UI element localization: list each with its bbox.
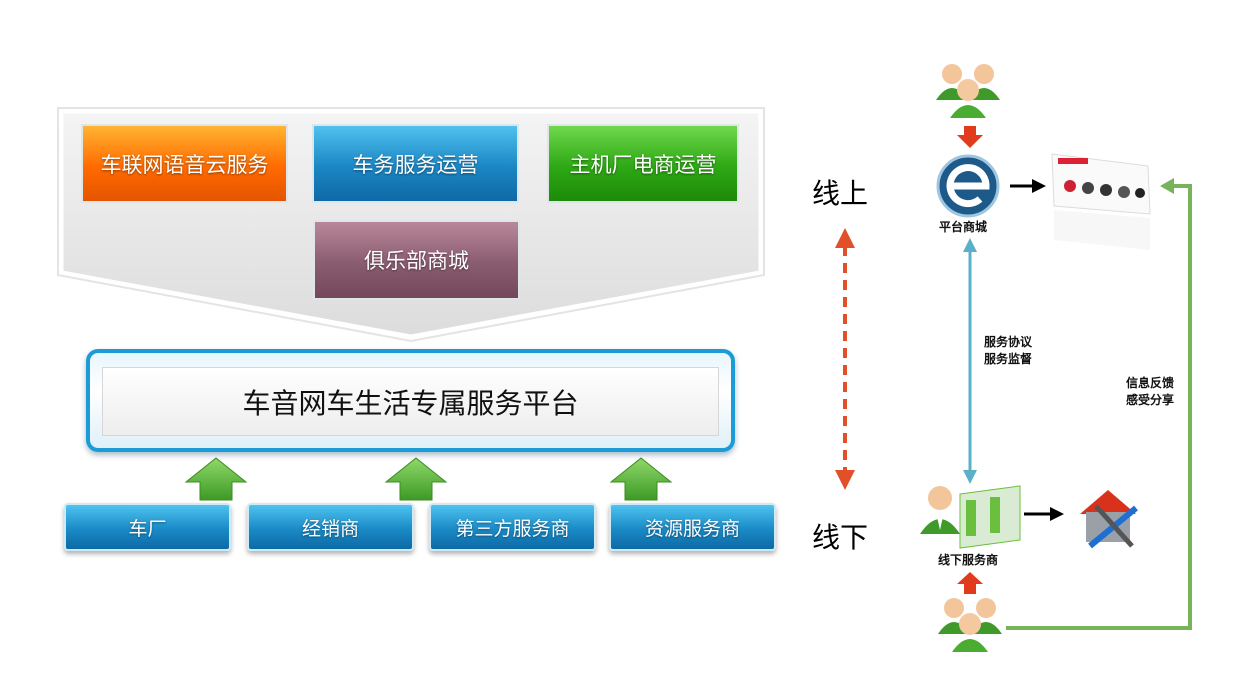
feedback-text: 信息反馈 感受分享 [1126,375,1174,409]
platform-mall-label: 平台商城 [939,220,988,234]
partner-resource: 资源服务商 [609,503,776,551]
agreement-arrow [963,238,977,484]
feedback-loop [1006,178,1192,630]
feedback-line-1: 信息反馈 [1126,376,1175,390]
red-up-arrow [957,572,983,594]
repair-tools-icon [1080,490,1138,549]
shop-person-icon [920,485,1021,549]
red-down-arrow [957,126,983,148]
offline-provider-label: 线下服务商 [938,553,999,567]
club-mall-label: 俱乐部商城 [364,249,469,273]
car-service-label: 车务服务运营 [352,152,479,177]
webpage-thumbnail-icon [1051,153,1151,250]
platform-title: 车音网车生活专属服务平台 [102,367,719,436]
partner-automaker: 车厂 [64,503,231,551]
agreement-text: 服务协议 服务监督 [984,334,1032,368]
car-service-box: 车务服务运营 [312,124,519,203]
online-offline-arrow [835,228,855,490]
offline-label: 线下 [812,521,869,554]
club-mall-box: 俱乐部商城 [313,220,520,300]
agreement-line-1: 服务协议 [984,335,1033,349]
partner-third-party: 第三方服务商 [429,503,596,551]
feedback-line-2: 感受分享 [1126,393,1175,407]
agreement-line-2: 服务监督 [984,352,1033,366]
voice-cloud-service-box: 车联网语音云服务 [81,124,288,203]
voice-cloud-service-label: 车联网语音云服务 [100,152,269,177]
people-icon-top [936,64,1000,118]
ie-logo-icon [936,154,1000,218]
black-arrow-mall [1010,179,1046,193]
partner-dealer: 经销商 [247,503,414,551]
oem-ecommerce-label: 主机厂电商运营 [569,152,717,177]
black-arrow-service [1024,507,1064,521]
up-arrow-2 [384,457,448,501]
people-icon-bottom [938,598,1002,652]
up-arrow-3 [609,457,673,501]
online-label: 线上 [812,177,869,210]
up-arrow-1 [184,457,248,501]
oem-ecommerce-box: 主机厂电商运营 [547,124,739,203]
platform-bar: 车音网车生活专属服务平台 [86,349,735,452]
